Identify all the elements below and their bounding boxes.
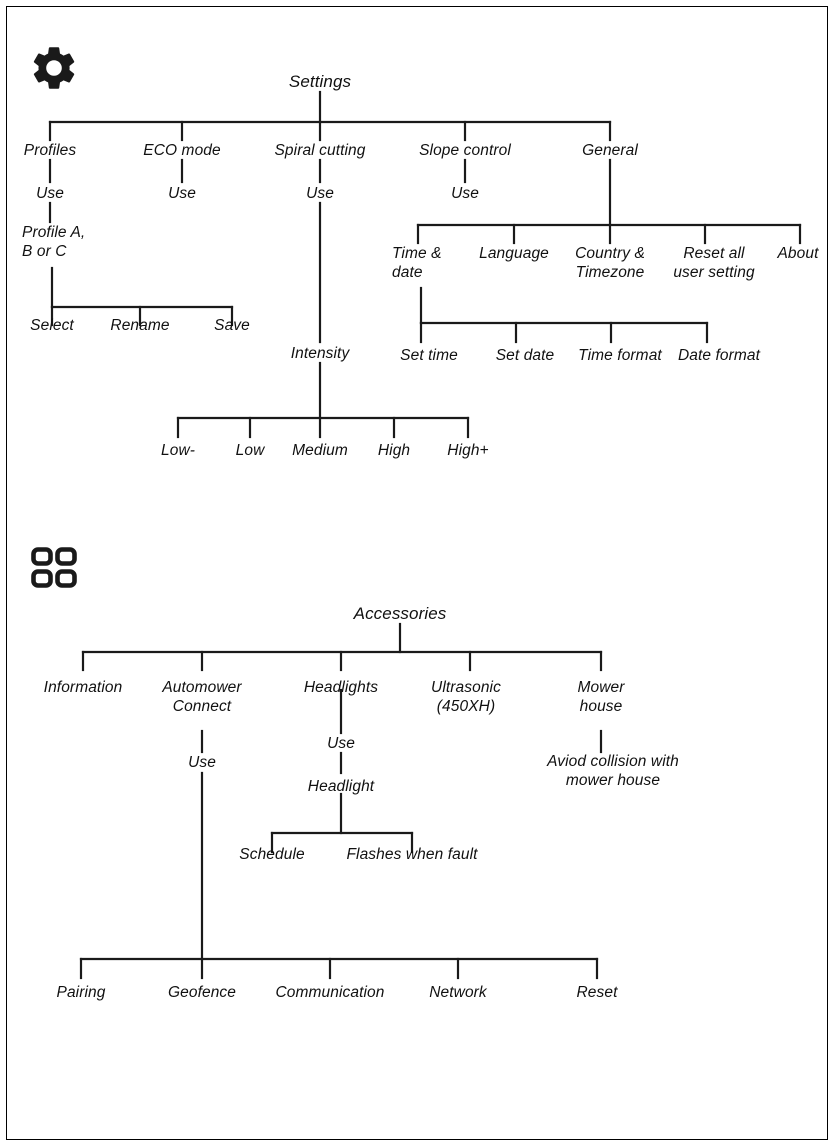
- general-item-language[interactable]: Language: [479, 245, 549, 262]
- mower-house-note-line-1: Aviod collision with: [547, 753, 679, 770]
- eco-mode-use-label[interactable]: Use: [168, 185, 196, 202]
- intensity-level-high-plus[interactable]: High+: [447, 442, 489, 459]
- spiral-cutting-intensity-label[interactable]: Intensity: [290, 345, 350, 362]
- automower-connect-item-communication[interactable]: Communication: [275, 984, 385, 1001]
- intensity-level-low-minus[interactable]: Low-: [161, 442, 195, 459]
- general-item-reset-all-line-2[interactable]: user setting: [673, 264, 755, 281]
- accessories-item-headlights[interactable]: Headlights: [303, 679, 379, 696]
- automower-connect-item-network[interactable]: Network: [429, 984, 487, 1001]
- profile-choice-line-2[interactable]: B or C: [22, 243, 67, 260]
- general-item-about[interactable]: About: [777, 245, 819, 262]
- spiral-cutting-use-label[interactable]: Use: [306, 185, 334, 202]
- headlight-item-flashes-when-fault[interactable]: Flashes when fault: [346, 846, 478, 863]
- headlights-use-label[interactable]: Use: [327, 735, 355, 752]
- grid-four-squares-icon-glyph: [31, 547, 77, 588]
- time-date-item-date-format[interactable]: Date format: [677, 347, 761, 364]
- accessories-item-mower-house-line-2[interactable]: house: [579, 698, 623, 715]
- profile-choice-line-1[interactable]: Profile A,: [22, 224, 86, 241]
- profiles-action-rename[interactable]: Rename: [110, 317, 170, 334]
- settings-item-spiral-cutting[interactable]: Spiral cutting: [274, 142, 366, 159]
- mower-house-note-line-2: mower house: [565, 772, 661, 789]
- accessories-item-ultrasonic-line-1[interactable]: Ultrasonic: [431, 679, 501, 696]
- settings-item-general[interactable]: General: [582, 142, 638, 159]
- accessories-item-mower-house-line-1[interactable]: Mower: [577, 679, 625, 696]
- time-date-item-set-date[interactable]: Set date: [495, 347, 555, 364]
- accessories-item-automower-connect-line-2[interactable]: Connect: [172, 698, 232, 715]
- intensity-level-low[interactable]: Low: [235, 442, 265, 459]
- settings-root-label: Settings: [288, 72, 352, 91]
- accessories-item-ultrasonic-line-2[interactable]: (450XH): [436, 698, 496, 715]
- profiles-action-save[interactable]: Save: [214, 317, 250, 334]
- general-item-time-and-date-line-1[interactable]: Time &: [392, 245, 442, 262]
- slope-control-use-label[interactable]: Use: [451, 185, 479, 202]
- accessories-item-information[interactable]: Information: [43, 679, 123, 696]
- general-item-time-and-date-line-2[interactable]: date: [392, 264, 423, 281]
- settings-item-profiles[interactable]: Profiles: [23, 142, 77, 159]
- gear-icon-glyph: [33, 47, 75, 89]
- gear-icon: [28, 42, 80, 99]
- general-item-country-timezone-line-2[interactable]: Timezone: [575, 264, 645, 281]
- intensity-level-high[interactable]: High: [377, 442, 411, 459]
- intensity-level-medium[interactable]: Medium: [292, 442, 348, 459]
- general-item-country-timezone-line-1[interactable]: Country &: [575, 245, 645, 262]
- profiles-use-label[interactable]: Use: [36, 185, 64, 202]
- automower-connect-item-pairing[interactable]: Pairing: [56, 984, 106, 1001]
- grid-four-squares-icon: [30, 546, 78, 599]
- headlight-item-schedule[interactable]: Schedule: [239, 846, 305, 863]
- headlights-headlight-label[interactable]: Headlight: [307, 778, 375, 795]
- general-item-reset-all-line-1[interactable]: Reset all: [683, 245, 745, 262]
- accessories-item-automower-connect-line-1[interactable]: Automower: [162, 679, 242, 696]
- time-date-item-set-time[interactable]: Set time: [400, 347, 458, 364]
- profiles-action-select[interactable]: Select: [30, 317, 74, 334]
- settings-item-slope-control[interactable]: Slope control: [419, 142, 511, 159]
- accessories-root-label: Accessories: [353, 604, 447, 623]
- automower-connect-item-geofence[interactable]: Geofence: [167, 984, 237, 1001]
- settings-item-eco-mode[interactable]: ECO mode: [143, 142, 221, 159]
- automower-connect-use-label[interactable]: Use: [188, 754, 216, 771]
- automower-connect-item-reset[interactable]: Reset: [576, 984, 618, 1001]
- time-date-item-time-format[interactable]: Time format: [578, 347, 662, 364]
